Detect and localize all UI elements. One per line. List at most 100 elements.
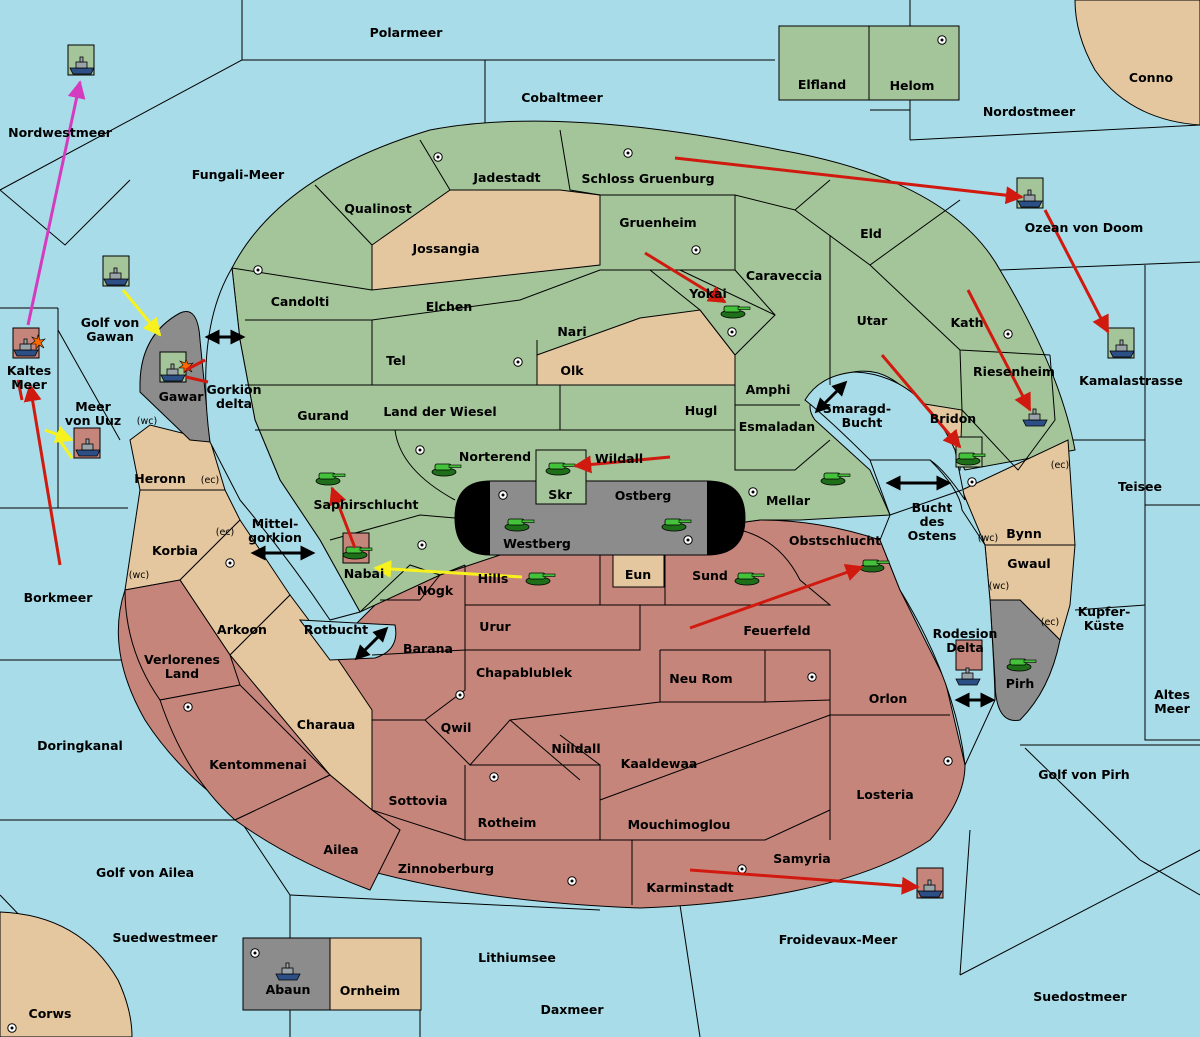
land-label-gwaul: Gwaul	[1007, 556, 1050, 571]
land-label-samyria: Samyria	[773, 851, 831, 866]
sea-label-golf-ailea: Golf von Ailea	[96, 865, 194, 880]
land-label-gurand: Gurand	[297, 408, 349, 423]
land-label-verlorenes-2: Land	[165, 666, 199, 681]
sea-label-borkmeer: Borkmeer	[24, 590, 94, 605]
land-label-qwil: Qwil	[441, 720, 472, 735]
land-label-qualinost: Qualinost	[344, 201, 411, 216]
sea-label-nordwestmeer: Nordwestmeer	[8, 125, 113, 140]
territory-elfland[interactable]	[778, 25, 870, 101]
land-label-kaaldewaa: Kaaldewaa	[621, 756, 698, 771]
sea-label-fungali: Fungali-Meer	[192, 167, 285, 182]
impassable-mountains	[454, 480, 746, 556]
territory-corws[interactable]	[0, 911, 133, 1037]
sea-label-bucht-2: des	[920, 514, 945, 529]
land-label-hills: Hills	[478, 571, 509, 586]
land-label-corws: Corws	[29, 1006, 72, 1021]
land-label-kentommenai: Kentommenai	[209, 757, 307, 772]
land-label-chapa: Chapablublek	[476, 665, 573, 680]
land-label-neu-rom: Neu Rom	[669, 671, 732, 686]
land-label-mellar: Mellar	[766, 493, 811, 508]
land-label-tel: Tel	[386, 353, 406, 368]
coast-tag: (ec)	[1051, 460, 1069, 471]
land-label-helom: Helom	[890, 78, 935, 93]
territory-borders	[231, 129, 1056, 905]
land-label-sund: Sund	[692, 568, 728, 583]
land-label-esmaladan: Esmaladan	[739, 419, 815, 434]
sea-label-rotbucht: Rotbucht	[304, 622, 368, 637]
land-label-olk: Olk	[560, 363, 584, 378]
land-label-skr: Skr	[548, 487, 572, 502]
land-label-arkoon: Arkoon	[217, 622, 267, 637]
territory-ailea[interactable]	[234, 774, 401, 891]
land-label-nari: Nari	[557, 324, 586, 339]
land-label-eun: Eun	[625, 567, 651, 582]
land-label-losteria: Losteria	[856, 787, 913, 802]
order-arrows	[16, 80, 1110, 895]
sea-label-altes-1: Altes	[1154, 687, 1190, 702]
land-label-elfland: Elfland	[798, 77, 846, 92]
land-label-land-wiesel: Land der Wiesel	[383, 404, 496, 419]
sea-label-suedwestmeer: Suedwestmeer	[113, 930, 219, 945]
land-label-gawar: Gawar	[159, 389, 205, 404]
land-label-wildall: Wildall	[595, 451, 643, 466]
sea-label-kupfer-2: Küste	[1084, 618, 1124, 633]
sea-label-kaltes-2: Meer	[11, 377, 47, 392]
sea-label-polarmeer: Polarmeer	[370, 25, 444, 40]
sea-bucht-des-ostens[interactable]	[869, 459, 996, 767]
sea-label-altes-2: Meer	[1154, 701, 1190, 716]
territory-ornheim[interactable]	[329, 937, 422, 1011]
sea-label-kamalastrasse: Kamalastrasse	[1079, 373, 1183, 388]
land-label-bynn: Bynn	[1006, 526, 1041, 541]
land-label-urur: Urur	[479, 619, 511, 634]
land-label-riesenheim: Riesenheim	[973, 364, 1055, 379]
coast-tag: (ec)	[1041, 617, 1059, 628]
land-label-conno: Conno	[1129, 70, 1174, 85]
coast-tag: (wc)	[978, 533, 998, 544]
sea-label-gorkion-2: delta	[216, 396, 252, 411]
land-label-ostberg: Ostberg	[615, 488, 672, 503]
land-label-verlorenes-1: Verlorenes	[144, 652, 220, 667]
sea-label-uuz-2: von Uuz	[65, 413, 121, 428]
sea-label-daxmeer: Daxmeer	[540, 1002, 604, 1017]
territory-conno[interactable]	[1074, 0, 1200, 126]
land-label-korbia: Korbia	[152, 543, 198, 558]
sea-label-mittelgorkion-2: gorkion	[248, 530, 302, 545]
land-label-hugl: Hugl	[685, 403, 718, 418]
land-label-karminstadt: Karminstadt	[646, 880, 733, 895]
sea-label-gorkion-1: Gorkion	[206, 382, 261, 397]
land-label-barana: Barana	[403, 641, 453, 656]
land-label-saphir: Saphirschlucht	[314, 497, 419, 512]
land-label-orlon: Orlon	[869, 691, 908, 706]
sea-label-golf-pirh: Golf von Pirh	[1038, 767, 1129, 782]
coast-tag: (wc)	[137, 416, 157, 427]
coast-tag: (ec)	[201, 475, 219, 486]
land-label-nogk: Nogk	[417, 583, 454, 598]
double-arrow-icon	[204, 329, 996, 708]
land-label-elchen: Elchen	[426, 299, 473, 314]
sea-label-cobaltmeer: Cobaltmeer	[521, 90, 603, 105]
land-label-ailea: Ailea	[323, 842, 358, 857]
land-label-zinnoberburg: Zinnoberburg	[398, 861, 494, 876]
land-label-jossangia: Jossangia	[411, 241, 479, 256]
sea-label-uuz-1: Meer	[75, 399, 111, 414]
sea-label-bucht-3: Ostens	[908, 528, 957, 543]
sea-label-ozean-doom: Ozean von Doom	[1025, 220, 1144, 235]
land-label-feuerfeld: Feuerfeld	[743, 623, 810, 638]
sea-label-smaragd-1: Smaragd-	[823, 401, 891, 416]
land-label-nilldall: Nilldall	[551, 741, 600, 756]
land-label-gruenheim: Gruenheim	[619, 215, 696, 230]
sea-label-bucht-1: Bucht	[912, 500, 953, 515]
land-label-nabai: Nabai	[344, 566, 385, 581]
land-label-mouchi: Mouchimoglou	[628, 817, 731, 832]
sea-label-doringkanal: Doringkanal	[37, 738, 123, 753]
land-label-obstschlucht: Obstschlucht	[789, 533, 881, 548]
sea-label-suedostmeer: Suedostmeer	[1033, 989, 1127, 1004]
territory-verlorenes-land[interactable]	[124, 579, 241, 701]
sea-label-kaltes-1: Kaltes	[7, 363, 51, 378]
sea-label-smaragd-2: Bucht	[842, 415, 883, 430]
land-label-amphi: Amphi	[746, 382, 791, 397]
sea-label-golf-gawan-1: Golf von	[81, 315, 140, 330]
sea-label-mittelgorkion-1: Mittel-	[252, 516, 299, 531]
land-label-caraveccia: Caraveccia	[746, 268, 822, 283]
